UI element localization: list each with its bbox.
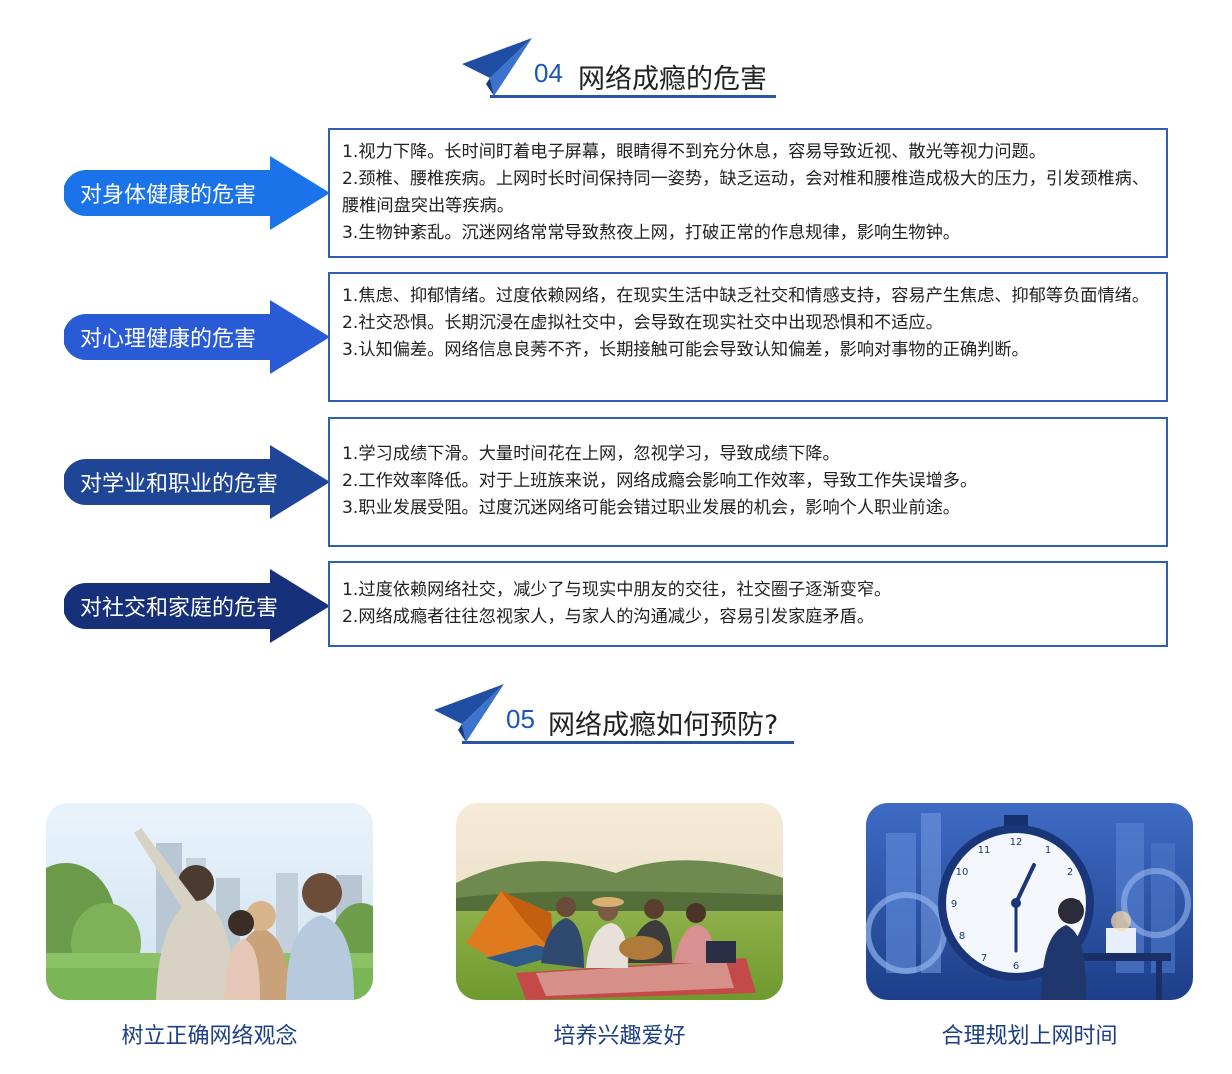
svg-text:8: 8 <box>959 931 965 942</box>
harm-line: 1.焦虑、抑郁情绪。过度依赖网络，在现实生活中缺乏社交和情感支持，容易产生焦虑、… <box>342 286 1150 306</box>
harm-label: 对社交和家庭的危害 <box>80 596 279 621</box>
arrow-label-shape <box>64 445 330 519</box>
harm-label: 对学业和职业的危害 <box>80 472 279 497</box>
harm-line: 2.网络成瘾者往往忽视家人，与家人的沟通减少，容易引发家庭矛盾。 <box>342 607 875 627</box>
harm-details-box: 1.焦虑、抑郁情绪。过度依赖网络，在现实生活中缺乏社交和情感支持，容易产生焦虑、… <box>328 272 1168 402</box>
harm-row-mental: 对心理健康的危害 1.焦虑、抑郁情绪。过度依赖网络，在现实生活中缺乏社交和情感支… <box>64 272 1174 402</box>
title-underline <box>462 741 794 744</box>
section-number: 05 <box>506 704 535 734</box>
card-caption: 培养兴趣爱好 <box>553 1024 686 1049</box>
svg-text:1: 1 <box>1045 845 1051 856</box>
svg-text:12: 12 <box>1010 837 1023 848</box>
arrow-label-shape <box>64 569 330 643</box>
arrow-label-shape <box>64 300 330 374</box>
harm-line: 2.社交恐惧。长期沉浸在虚拟社交中，会导致在现实社交中出现恐惧和不适应。 <box>342 313 943 333</box>
harm-line: 2.颈椎、腰椎疾病。上网时长时间保持同一姿势，缺乏运动，会对椎和腰椎造成极大的压… <box>342 169 1150 216</box>
harm-details-box: 1.过度依赖网络社交，减少了与现实中朋友的交往，社交圈子逐渐变窄。 2.网络成瘾… <box>328 561 1168 647</box>
harm-line: 1.学习成绩下滑。大量时间花在上网，忽视学习，导致成绩下降。 <box>342 444 840 464</box>
harm-line: 3.认知偏差。网络信息良莠不齐，长期接触可能会导致认知偏差，影响对事物的正确判断… <box>342 340 1029 360</box>
harm-line: 1.视力下降。长时间盯着电子屏幕，眼睛得不到充分休息，容易导致近视、散光等视力问… <box>342 142 1046 162</box>
harm-line: 2.工作效率降低。对于上班族来说，网络成瘾会影响工作效率，导致工作失误增多。 <box>342 471 978 491</box>
card-caption: 合理规划上网时间 <box>941 1024 1118 1049</box>
section-number: 04 <box>534 58 563 88</box>
friends-picnic-photo <box>456 803 783 1000</box>
svg-text:9: 9 <box>951 899 957 910</box>
section-title: 网络成瘾如何预防? <box>548 710 779 741</box>
clock-time-management-photo: 12 1 2 3 4 5 6 7 8 9 10 11 <box>866 803 1193 1000</box>
harm-details-box: 1.学习成绩下滑。大量时间花在上网，忽视学习，导致成绩下降。 2.工作效率降低。… <box>328 417 1168 547</box>
harm-line: 1.过度依赖网络社交，减少了与现实中朋友的交往，社交圈子逐渐变窄。 <box>342 580 892 600</box>
section-05-header: 05 网络成瘾如何预防? <box>434 684 798 754</box>
harm-row-social-family: 对社交和家庭的危害 1.过度依赖网络社交，减少了与现实中朋友的交往，社交圈子逐渐… <box>64 561 1174 647</box>
harm-label: 对心理健康的危害 <box>80 327 257 352</box>
section-04-header: 04 网络成瘾的危害 <box>462 38 782 108</box>
harm-row-study-career: 对学业和职业的危害 1.学习成绩下滑。大量时间花在上网，忽视学习，导致成绩下降。… <box>64 417 1174 547</box>
svg-text:11: 11 <box>978 845 991 856</box>
harm-details-box: 1.视力下降。长时间盯着电子屏幕，眼睛得不到充分休息，容易导致近视、散光等视力问… <box>328 128 1168 258</box>
harm-line: 3.生物钟紊乱。沉迷网络常常导致熬夜上网，打破正常的作息规律，影响生物钟。 <box>342 223 960 243</box>
harm-line: 3.职业发展受阻。过度沉迷网络可能会错过职业发展的机会，影响个人职业前途。 <box>342 498 960 518</box>
harm-label: 对身体健康的危害 <box>80 183 257 208</box>
svg-text:6: 6 <box>1013 961 1019 972</box>
svg-text:10: 10 <box>956 867 969 878</box>
card-caption: 树立正确网络观念 <box>121 1024 298 1049</box>
harm-row-physical: 对身体健康的危害 1.视力下降。长时间盯着电子屏幕，眼睛得不到充分休息，容易导致… <box>64 128 1174 258</box>
paper-plane-icon <box>462 38 532 96</box>
section-title: 网络成瘾的危害 <box>578 64 767 95</box>
family-park-photo <box>46 803 373 1000</box>
arrow-label-shape <box>64 156 330 230</box>
title-underline <box>490 95 776 98</box>
svg-text:7: 7 <box>981 953 987 964</box>
svg-text:2: 2 <box>1067 867 1073 878</box>
paper-plane-icon <box>434 684 504 742</box>
